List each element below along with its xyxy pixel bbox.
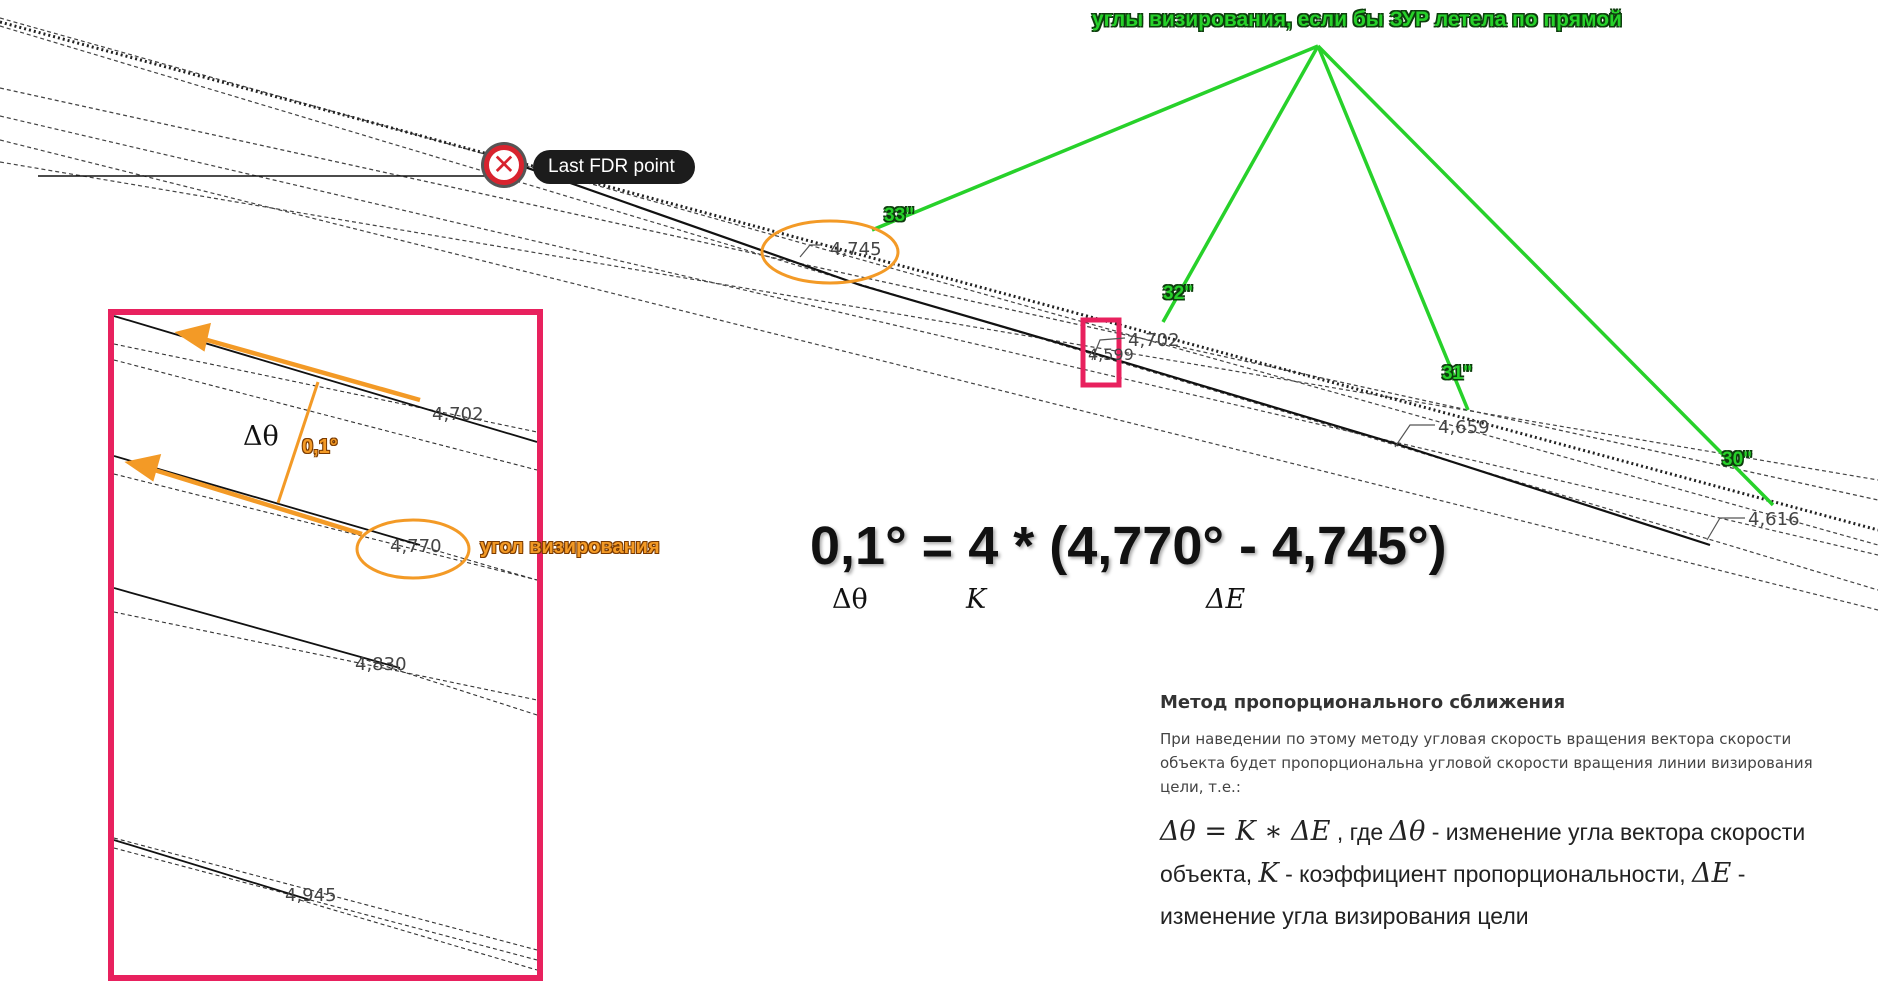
method-desc-e: - изменение угла визирования цели [1160, 861, 1746, 929]
method-intro: При наведении по этому методу угловая ск… [1160, 730, 1813, 796]
angle-tag-30: 30" [1722, 449, 1753, 470]
sight-line [0, 17, 1878, 546]
pointer-31 [1316, 45, 1470, 411]
angle-tag-31: 31" [1442, 363, 1473, 384]
inset-value-4702: 4,702 [432, 404, 484, 425]
leader-ticks [799, 244, 1745, 541]
method-desc-theta: - изменение угла вектора скорости объект… [1160, 819, 1806, 887]
value-label-4616: 4,616 [1748, 509, 1800, 530]
angle-tag-32: 32" [1163, 283, 1194, 304]
last-fdr-point-label: Last FDR point [533, 150, 695, 184]
sight-angle-label: угол визирования [480, 536, 660, 558]
trajectory-line [504, 158, 1711, 547]
method-title: Метод пропорционального сближения [1160, 692, 1566, 713]
method-desc-k: - коэффициент пропорциональности, [1285, 861, 1686, 887]
pointer-33 [871, 44, 1319, 232]
method-description: Метод пропорционального сближения При на… [1160, 692, 1860, 937]
zoom-inset-frame [108, 309, 543, 981]
sight-line [0, 87, 1878, 501]
inset-value-4830: 4,830 [355, 654, 407, 675]
sight-line [0, 161, 1878, 481]
method-symbol-theta: Δθ [1389, 816, 1426, 847]
inset-delta-value: 0,1° [302, 436, 338, 458]
highlight-ellipse-4745 [760, 219, 900, 285]
method-symbol-e: ΔE [1692, 858, 1732, 889]
formula-sub-k: K [966, 584, 987, 615]
method-equation: Δθ = K ∗ ΔE [1160, 816, 1331, 847]
value-label-4659: 4,659 [1438, 417, 1490, 438]
bold-dotted-line [0, 20, 1878, 532]
method-where: , где [1336, 819, 1384, 845]
inset-value-4945: 4,945 [285, 885, 337, 906]
formula-equation: 0,1° = 4 * (4,770° - 4,745°) [810, 516, 1447, 576]
value-label-4745: 4,745 [830, 239, 882, 260]
formula-sub-delta-e: ΔE [1206, 584, 1246, 615]
sight-line [0, 139, 1878, 611]
zoom-marker [1080, 317, 1122, 388]
angle-tag-33: 33" [884, 205, 915, 226]
inset-delta-symbol: Δθ [243, 421, 279, 452]
pointer-30 [1316, 44, 1775, 507]
pointer-32 [1161, 45, 1320, 323]
close-x-icon: ✕ [484, 145, 524, 185]
green-pointers [871, 44, 1775, 507]
top-annotation: углы визирования, если бы ЗУР летела по … [1092, 8, 1622, 31]
method-definition: Δθ = K ∗ ΔE , где Δθ - изменение угла ве… [1160, 811, 1860, 937]
method-symbol-k: K [1258, 858, 1279, 889]
zoom-inset-drawing: 4,702 4,770 4,830 4,945 Δθ [114, 315, 537, 971]
inset-value-4770: 4,770 [390, 536, 442, 557]
highlight-ellipse-4770 [355, 518, 471, 580]
value-label-4702: 4,702 [1128, 330, 1180, 351]
value-label-4599: 4,599 [1088, 345, 1134, 364]
formula-sub-delta-theta: Δθ [832, 584, 868, 615]
